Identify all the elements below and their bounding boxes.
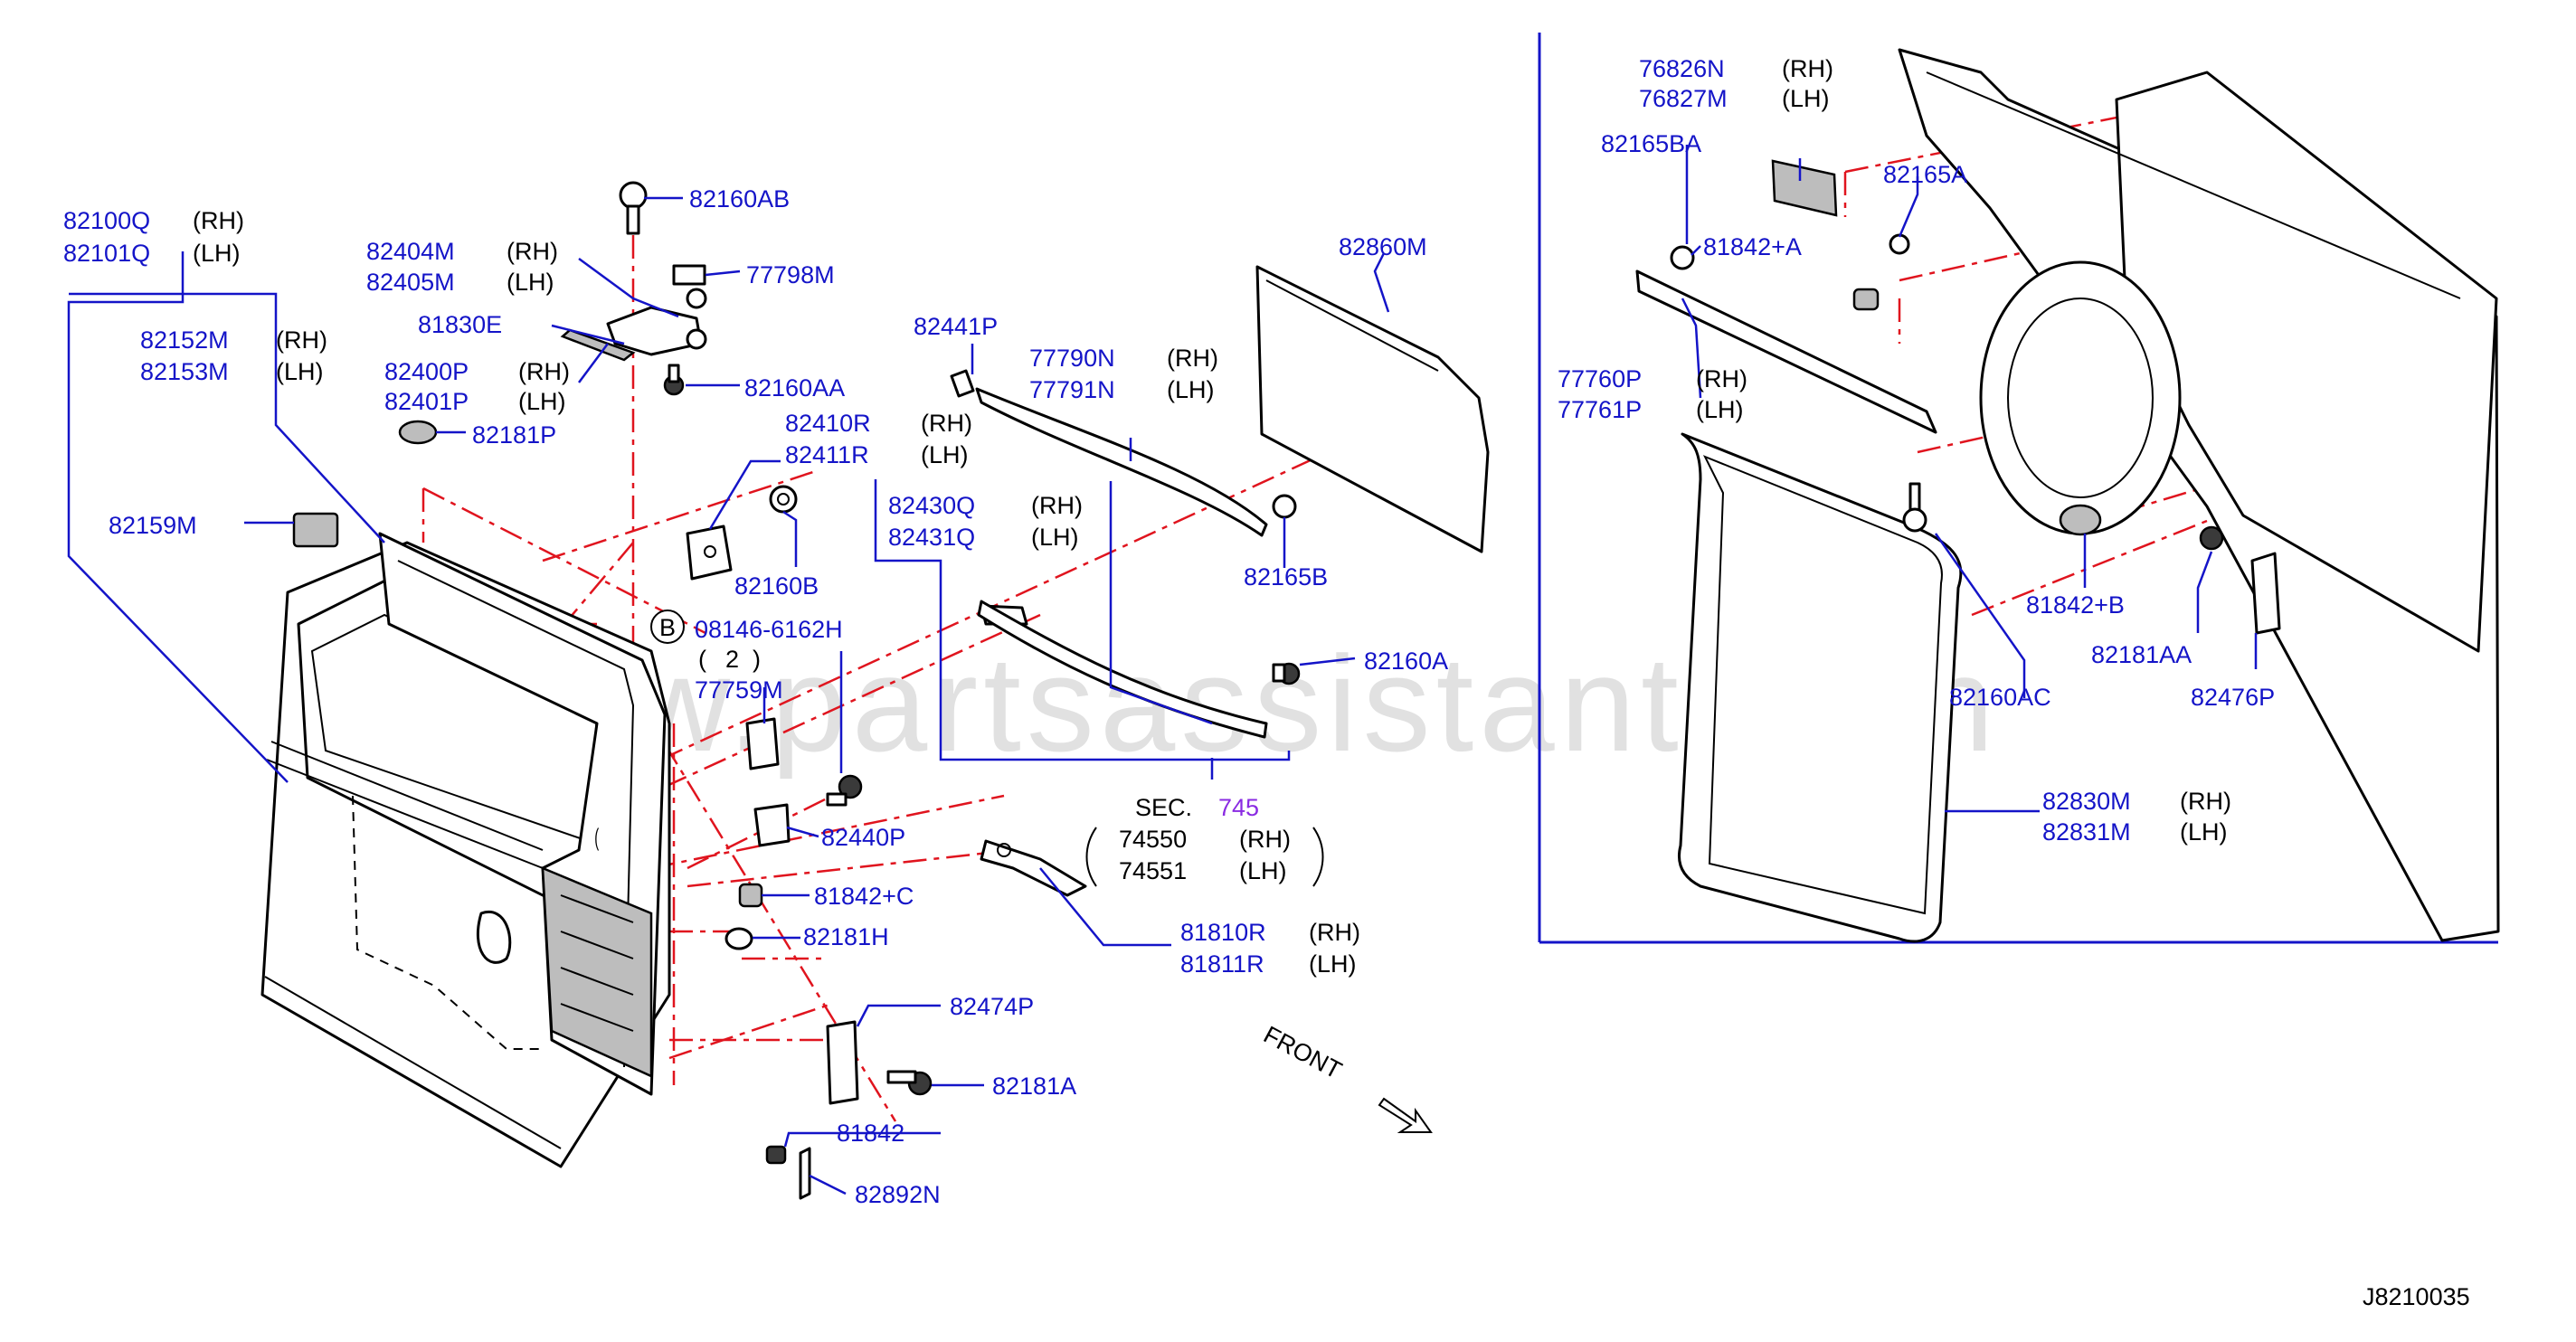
label-82165B: 82165B [1244,563,1328,591]
label-81842: 81842 [837,1120,904,1147]
label-lh: (LH) [518,388,566,415]
label-rh: (RH) [1696,365,1747,392]
label-81842B: 81842+B [2026,591,2125,619]
leader-lines [67,145,2258,1196]
label-81811R: 81811R [1180,950,1264,978]
label-74551: 74551 [1119,857,1187,884]
label-lh: (LH) [1239,857,1287,884]
label-lh: (LH) [1031,524,1079,551]
callout-b-letter: B [659,614,676,641]
label-rh: (RH) [518,358,570,385]
label-lh: (LH) [507,269,554,296]
labels-center: 82441P 77790N (RH) 77791N (LH) 82430Q (R… [594,233,1448,1133]
pad-82159M [292,512,339,548]
inset-frame [1538,33,2498,944]
label-lh: (LH) [1696,396,1744,423]
label-rh: (RH) [2180,788,2231,815]
label-82160AC: 82160AC [1949,684,2051,711]
label-82100Q: 82100Q [63,207,150,234]
label-81842A: 81842+A [1703,233,1802,260]
label-82160AB: 82160AB [689,185,790,213]
label-82181A: 82181A [992,1073,1076,1100]
label-82431Q: 82431Q [888,524,975,551]
label-rh: (RH) [507,238,558,265]
label-82160A: 82160A [1364,647,1448,675]
center-parts [950,265,1490,897]
label-82181H: 82181H [803,923,889,950]
front-indicator: FRONT [1259,1021,1433,1133]
qty-close-paren: ) [753,646,761,673]
label-77760P: 77760P [1558,365,1642,392]
label-82160B: 82160B [734,572,819,600]
label-76826N: 76826N [1639,55,1725,82]
labels-inset: 76826N (RH) 76827M (LH) 82165BA 82165A 8… [1558,55,2275,846]
label-74550: 74550 [1119,826,1187,853]
labels-left: 82100Q (RH) 82101Q (LH) 82152M (RH) 8215… [63,185,1076,1208]
label-82430Q: 82430Q [888,492,975,519]
label-lh: (LH) [921,441,969,468]
label-81842C: 81842+C [814,883,914,910]
label-lh: (LH) [193,240,241,267]
label-rh: (RH) [1167,345,1218,372]
label-82159M: 82159M [109,512,197,539]
label-lh: (LH) [1782,85,1830,112]
label-82831M: 82831M [2042,818,2131,846]
label-77761P: 77761P [1558,396,1642,423]
qty-open-paren: ( [698,646,706,673]
label-08146-6162H: 08146-6162H [695,616,843,643]
label-82152M: 82152M [140,326,229,354]
label-82892N: 82892N [855,1181,941,1208]
bracket-open: ( [594,823,599,851]
label-82401P: 82401P [384,388,469,415]
label-rh: (RH) [1309,919,1360,946]
label-rh: (RH) [193,207,244,234]
label-lh: (LH) [276,358,324,385]
label-82400P: 82400P [384,358,469,385]
label-82476P: 82476P [2191,684,2275,711]
label-82160AA: 82160AA [744,374,845,402]
label-82165BA: 82165BA [1601,130,1701,157]
label-82830M: 82830M [2042,788,2131,815]
label-rh: (RH) [1239,826,1291,853]
label-82410R: 82410R [785,410,871,437]
label-lh: (LH) [1167,376,1215,403]
label-82440P: 82440P [821,824,905,851]
vehicle-body-inset [1635,48,2500,943]
callout-b: B [650,610,685,644]
label-82181AA: 82181AA [2091,641,2192,668]
label-77798M: 77798M [746,261,835,288]
label-82404M: 82404M [366,238,455,265]
qty-2: 2 [725,646,739,673]
label-82860M: 82860M [1339,233,1427,260]
label-82165A: 82165A [1883,161,1967,188]
label-76827M: 76827M [1639,85,1728,112]
sec-prefix: SEC. [1135,794,1192,821]
front-arrow-icon [1378,1097,1433,1133]
label-77791N: 77791N [1029,376,1115,403]
small-parts-left [398,181,933,1200]
label-82474P: 82474P [950,993,1034,1020]
label-rh: (RH) [921,410,972,437]
front-label: FRONT [1259,1021,1346,1084]
label-82441P: 82441P [914,313,998,340]
sec-number: 745 [1218,794,1259,821]
label-lh: (LH) [2180,818,2228,846]
diagram-id: J8210035 [2363,1283,2470,1310]
label-rh: (RH) [1782,55,1833,82]
label-82153M: 82153M [140,358,229,385]
label-81830E: 81830E [418,311,502,338]
label-81810R: 81810R [1180,919,1266,946]
label-lh: (LH) [1309,950,1357,978]
label-82181P: 82181P [472,421,556,449]
label-82405M: 82405M [366,269,455,296]
sliding-door-assembly [260,512,671,1168]
label-82101Q: 82101Q [63,240,150,267]
label-rh: (RH) [276,326,327,354]
label-77790N: 77790N [1029,345,1115,372]
label-77759M: 77759M [695,676,783,704]
label-rh: (RH) [1031,492,1083,519]
label-82411R: 82411R [785,441,869,468]
